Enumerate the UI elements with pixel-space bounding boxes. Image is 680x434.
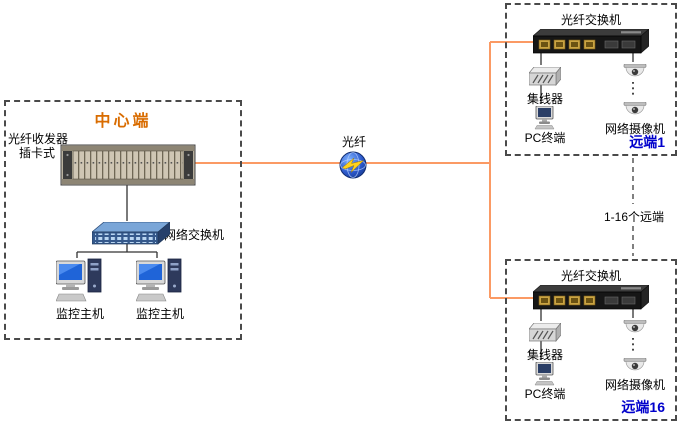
remote16-fiber-switch-label: 光纤交换机: [560, 269, 621, 283]
fiber-switch-icon: [533, 285, 649, 310]
fiber-transceiver-rack-icon: [60, 144, 196, 186]
transceiver-label: 光纤收发器 插卡式: [8, 132, 69, 160]
remote16-title: 远端16: [621, 399, 665, 415]
fiber-link-label: 光纤: [341, 135, 366, 149]
remote16-camera-label: 网络摄像机: [604, 378, 665, 392]
switch-to-hosts-line: [76, 242, 158, 258]
monitor-pc-icon: [56, 258, 102, 302]
dome-camera-icon: [623, 64, 647, 77]
monitor-pc-icon: [136, 258, 182, 302]
host-right-label: 监控主机: [135, 307, 184, 321]
remote1-pc-label: PC终端: [524, 131, 566, 145]
network-switch-icon: [92, 222, 170, 245]
transceiver-label-line2: 插卡式: [18, 146, 55, 160]
remote16-group-box: 光纤交换机 集线器: [505, 259, 677, 421]
dome-camera-icon: [623, 358, 647, 371]
pc-terminal-icon: [534, 106, 555, 130]
globe-lightning-icon: [339, 151, 367, 179]
remote16-hub-label: 集线器: [526, 348, 563, 362]
center-title: 中心端: [94, 113, 152, 130]
dome-camera-icon: [623, 320, 647, 333]
center-group-box: 中心端 光纤收发器 插卡式: [4, 100, 242, 340]
lan-switch-label: 网络交换机: [164, 228, 225, 242]
remote-range-label: 1-16个远端: [603, 210, 665, 224]
dome-camera-icon: [623, 102, 647, 115]
remote1-group-box: 光纤交换机 集线器: [505, 3, 677, 156]
remote1-camera-label: 网络摄像机: [604, 122, 665, 136]
hub-icon: [529, 67, 561, 86]
remote1-fiber-switch-label: 光纤交换机: [560, 13, 621, 27]
remote16-pc-label: PC终端: [524, 387, 566, 401]
hub-icon: [529, 323, 561, 342]
remote1-title: 远端1: [629, 134, 665, 150]
fiber-switch-icon: [533, 29, 649, 54]
pc-terminal-icon: [534, 362, 555, 386]
remote1-hub-label: 集线器: [526, 92, 563, 106]
transceiver-label-line1: 光纤收发器: [8, 132, 69, 146]
host-left-label: 监控主机: [55, 307, 104, 321]
